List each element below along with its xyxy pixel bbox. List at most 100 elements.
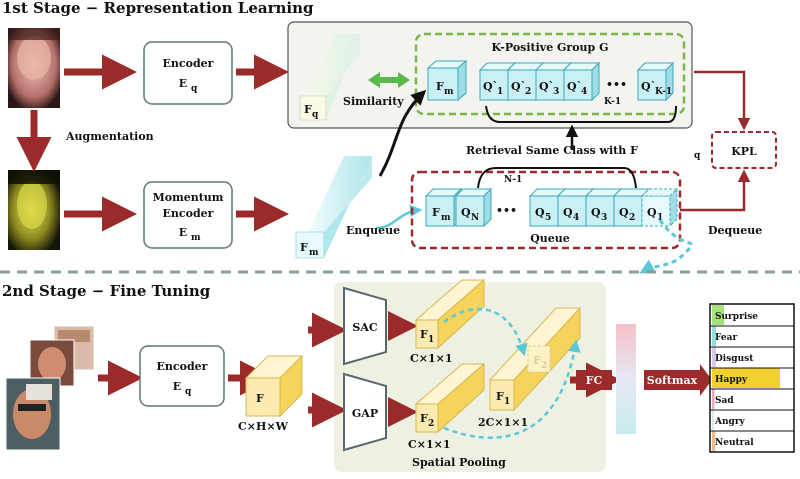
sac-label: SAC xyxy=(352,321,377,334)
queue-cell-label: Q xyxy=(647,206,657,219)
queue-label: Queue xyxy=(530,232,570,245)
f1-label: F xyxy=(420,328,428,341)
concat-f2-subscript: 2 xyxy=(541,361,547,371)
encoder-q-label: Encoder xyxy=(163,57,214,70)
queue-dots: ••• xyxy=(496,204,517,217)
f1-to-concat-arrow xyxy=(443,307,528,357)
concat-f2-label: F xyxy=(533,354,541,367)
class-row-happy: Happy xyxy=(710,367,794,388)
fm-group-subscript: m xyxy=(444,87,454,97)
q-positive-cell-subscript: K-1 xyxy=(655,87,672,97)
q-positive-cell: Q`4 xyxy=(562,61,601,102)
kpl-label: KPL xyxy=(731,145,757,158)
arrow-fm-to-group xyxy=(378,89,427,177)
input-face-image xyxy=(8,28,60,108)
encoder-stage2-box: Encoder E q xyxy=(139,345,225,407)
fm-subscript: m xyxy=(309,248,319,258)
q-positive-cell-subscript: 3 xyxy=(553,87,559,97)
class-prob-bar xyxy=(712,326,716,346)
fm-label: F xyxy=(300,241,308,254)
momentum-encoder-label: Encoder xyxy=(163,207,214,220)
gap-label: GAP xyxy=(352,407,378,420)
queue-cell-label: Q xyxy=(461,206,471,219)
concat-feature-bar xyxy=(488,306,582,412)
queue-cell-subscript: N xyxy=(471,213,479,223)
queue-cell-subscript: 5 xyxy=(545,213,551,223)
fc-output-vector xyxy=(616,324,636,434)
enqueue-arrow xyxy=(375,204,423,230)
stage1-title: 1st Stage − Representation Learning xyxy=(2,0,314,17)
encoder2-symbol: E xyxy=(173,380,181,393)
q-positive-cell-label: Q` xyxy=(511,80,526,93)
class-label: Surprise xyxy=(715,312,758,322)
class-row-sad: Sad xyxy=(710,388,794,409)
spatial-pooling-label: Spatial Pooling xyxy=(412,456,506,469)
enqueue-label: Enqueue xyxy=(346,224,400,237)
f1-subscript: 1 xyxy=(428,335,434,345)
augmentation-label: Augmentation xyxy=(65,130,154,143)
queue-cell-label: Q xyxy=(591,206,601,219)
q-positive-cell: Q`1 xyxy=(478,61,517,102)
momentum-encoder-box: Momentum Encoder E m xyxy=(143,181,233,249)
group-dots: ••• xyxy=(606,78,627,91)
f2-label: F xyxy=(420,412,428,425)
encoder-q-box: Encoder E q xyxy=(143,41,233,105)
retrieval-subscript: q xyxy=(694,151,701,161)
queue-fm-label: F xyxy=(432,206,440,219)
fq-feature-bar xyxy=(299,34,360,121)
similarity-label: Similarity xyxy=(343,95,404,108)
group-brace xyxy=(485,105,677,123)
class-prob-bar xyxy=(712,410,714,430)
q-positive-cell-label: Q` xyxy=(483,80,498,93)
input-face-stack xyxy=(5,325,95,451)
concat-f1-label: F xyxy=(496,390,504,403)
f-dims-label: C×H×W xyxy=(238,420,289,433)
encoder-q-subscript: q xyxy=(191,84,198,94)
queue-cell-subscript: 1 xyxy=(657,213,663,223)
c2-11-label: 2C×1×1 xyxy=(478,416,528,429)
class-prob-bar xyxy=(712,389,715,409)
q-positive-cell-label: Q` xyxy=(539,80,554,93)
stage2-title: 2nd Stage − Fine Tuning xyxy=(2,282,211,300)
softmax-arrow: Softmax xyxy=(644,364,712,396)
queue-brace xyxy=(477,167,637,189)
class-label: Angry xyxy=(714,417,746,427)
q-positive-cell-subscript: 1 xyxy=(497,87,503,97)
class-label: Neutral xyxy=(715,438,754,448)
dequeue-arrow xyxy=(639,219,694,274)
queue-fm-subscript: m xyxy=(441,213,451,223)
kpl-box xyxy=(711,131,777,169)
q-positive-cell-subscript: 2 xyxy=(525,87,531,97)
arrow-group-to-kpl xyxy=(694,70,751,131)
k-positive-group-box xyxy=(414,32,686,116)
k-positive-group-label: K-Positive Group G xyxy=(492,41,609,54)
queue-cell-label: Q xyxy=(619,206,629,219)
f2-feature-bar xyxy=(414,362,486,434)
class-row-surprise: Surprise xyxy=(712,305,758,325)
class-row-fear: Fear xyxy=(710,325,794,346)
fm-group-label: F xyxy=(436,80,444,93)
class-row-angry: Angry xyxy=(710,409,794,430)
q-positive-cell-label: Q` xyxy=(641,80,656,93)
f1-feature-bar xyxy=(414,278,486,350)
encoder-m-symbol: E xyxy=(179,226,187,239)
fc-label: FC xyxy=(586,374,603,387)
k-minus-1-label: K-1 xyxy=(604,97,621,107)
encoder2-label: Encoder xyxy=(157,360,208,373)
fq-label: F xyxy=(304,103,312,116)
class-prob-bar xyxy=(712,431,716,451)
class-label: Happy xyxy=(715,375,748,385)
class-label: Fear xyxy=(715,333,737,343)
momentum-label: Momentum xyxy=(153,191,224,204)
queue-cell-label: Q xyxy=(563,206,573,219)
fc-block: FC xyxy=(576,370,612,390)
queue-cell-subscript: 2 xyxy=(629,213,635,223)
class-label: Disgust xyxy=(715,354,754,364)
sac-block: SAC xyxy=(343,286,387,366)
